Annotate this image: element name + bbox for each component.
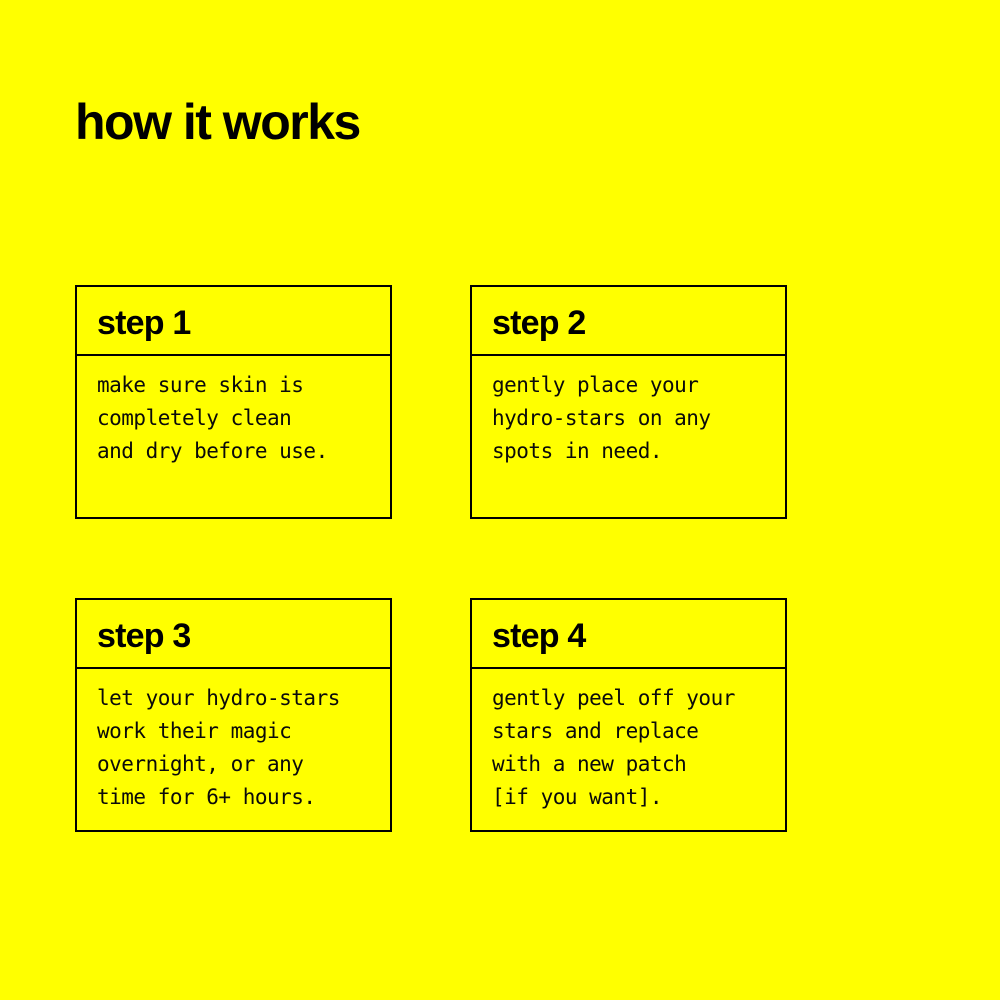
step-description-line: gently place your [492,373,699,397]
step-description-line: hydro-stars on any [492,406,711,430]
step-description: gently place your hydro-stars on any spo… [472,356,785,468]
step-title: step 4 [492,617,586,655]
step-card-header: step 2 [472,287,785,356]
step-description-line: work their magic [97,719,292,743]
step-description-line: with a new patch [492,752,687,776]
step-description-line: make sure skin is [97,373,304,397]
step-description-line: completely clean [97,406,292,430]
steps-grid: step 1 make sure skin is completely clea… [75,285,787,832]
step-description-line: stars and replace [492,719,699,743]
step-description-line: overnight, or any [97,752,304,776]
step-description: let your hydro-stars work their magic ov… [77,669,390,814]
step-description-line: [if you want]. [492,785,663,809]
step-description-line: gently peel off your [492,686,735,710]
step-description: make sure skin is completely clean and d… [77,356,390,468]
step-card-3: step 3 let your hydro-stars work their m… [75,598,392,832]
page-title: how it works [75,94,361,150]
step-title: step 3 [97,617,191,655]
step-title: step 1 [97,304,191,342]
step-card-header: step 1 [77,287,390,356]
step-description: gently peel off your stars and replace w… [472,669,785,814]
step-card-header: step 4 [472,600,785,669]
step-description-line: and dry before use. [97,439,328,463]
step-card-1: step 1 make sure skin is completely clea… [75,285,392,519]
step-card-4: step 4 gently peel off your stars and re… [470,598,787,832]
step-card-header: step 3 [77,600,390,669]
step-description-line: let your hydro-stars [97,686,340,710]
step-title: step 2 [492,304,586,342]
step-card-2: step 2 gently place your hydro-stars on … [470,285,787,519]
step-description-line: time for 6+ hours. [97,785,316,809]
step-description-line: spots in need. [492,439,663,463]
